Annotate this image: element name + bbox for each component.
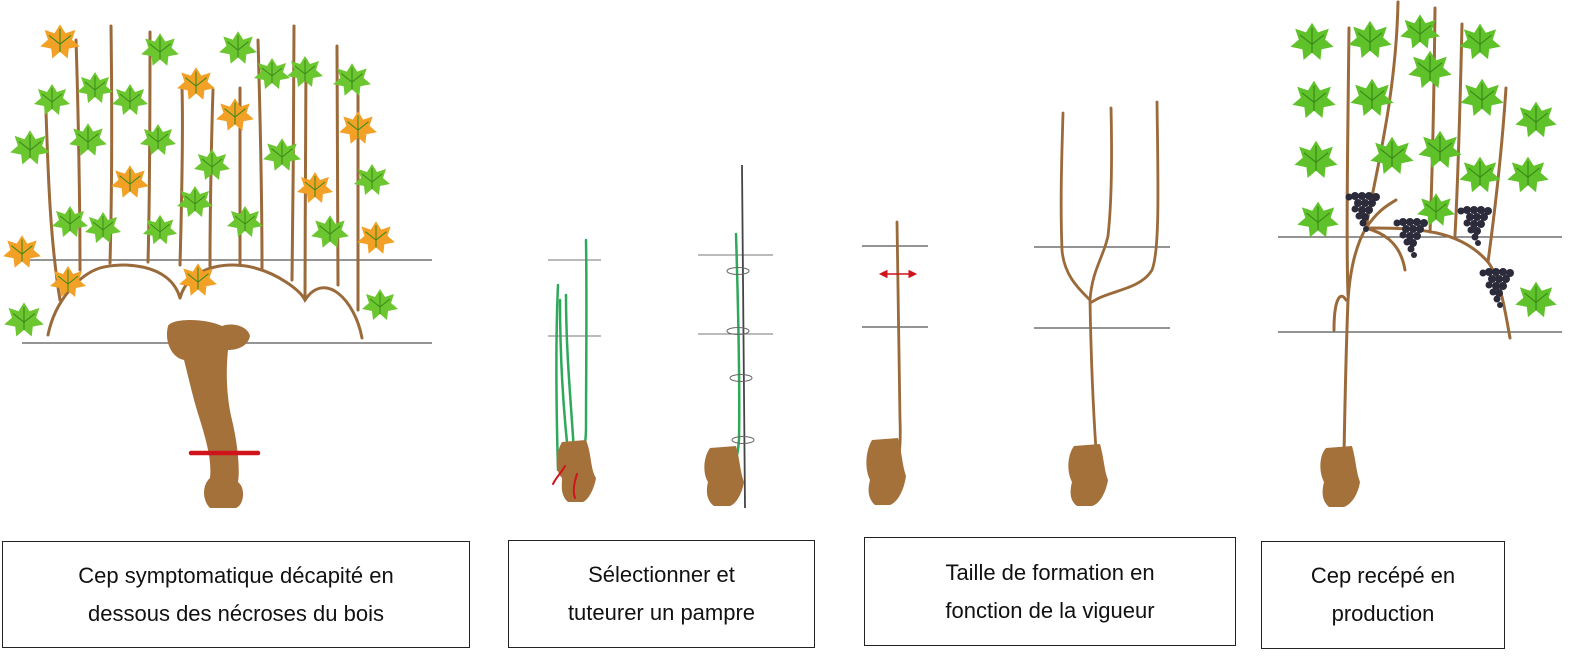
cane <box>1059 111 1092 302</box>
caption-line: dessous des nécroses du bois <box>88 600 384 626</box>
tie <box>726 327 750 335</box>
stump <box>866 438 906 505</box>
cane <box>1088 106 1113 302</box>
caption-production: Cep recépé en production <box>1261 541 1505 649</box>
caption-decapitation: Cep symptomatique décapité en dessous de… <box>2 541 470 648</box>
panel-formation-vigorous <box>1034 100 1170 506</box>
caption-line: production <box>1331 601 1435 626</box>
caption-line: tuteurer un pampre <box>567 600 756 625</box>
cut-mark <box>572 473 578 499</box>
caption-line: fonction de la vigueur <box>945 597 1155 623</box>
stump <box>1320 446 1360 507</box>
stake <box>741 164 746 509</box>
cane <box>894 220 902 472</box>
cut-mark <box>552 465 566 485</box>
old-trunk <box>166 320 250 508</box>
caption-selection: Sélectionner et tuteurer un pampre <box>508 540 815 648</box>
cane <box>1090 100 1160 304</box>
panel-selection-shoots <box>548 238 601 502</box>
stump <box>1068 444 1108 506</box>
caption-line: Cep recépé en <box>1310 563 1456 588</box>
vine-regeneration-diagram <box>2 0 1562 509</box>
grape-cluster <box>1457 206 1492 246</box>
tie <box>729 374 753 382</box>
shoot <box>555 283 560 472</box>
panel-formation-single <box>862 220 928 505</box>
panel-selection-staked <box>698 164 773 509</box>
tie <box>726 267 750 275</box>
leaves-green <box>1289 13 1558 318</box>
tie <box>731 436 755 444</box>
stump <box>556 440 596 502</box>
width-arrow <box>878 269 918 279</box>
stump <box>704 446 744 506</box>
panel-production <box>1278 0 1562 507</box>
grape-cluster <box>1345 192 1380 232</box>
panel-decapitation <box>2 23 432 508</box>
caption-line: Taille de formation en <box>945 559 1155 585</box>
tied-shoot <box>730 232 741 474</box>
caption-line: Cep symptomatique décapité en <box>78 562 394 588</box>
caption-formation: Taille de formation en fonction de la vi… <box>864 537 1236 646</box>
grape-cluster <box>1479 268 1514 308</box>
caption-line: Sélectionner et <box>588 562 735 587</box>
